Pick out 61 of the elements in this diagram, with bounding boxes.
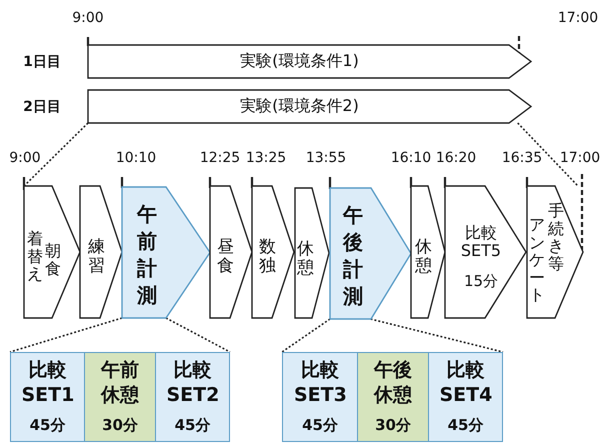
phase-label: 午前休憩 — [100, 358, 140, 408]
time-label: 17:00 — [558, 10, 598, 26]
phase-box — [10, 352, 85, 442]
step-label: 午後計測 — [343, 202, 363, 310]
schedule-step — [411, 186, 445, 318]
schedule-step — [527, 186, 583, 318]
schedule-step — [24, 186, 80, 318]
phase-box — [428, 352, 503, 442]
phase-label: 30分 — [374, 416, 412, 435]
phase-label: 45分 — [301, 416, 339, 435]
phase-label: 比較 SET4 — [440, 358, 492, 408]
row-label: 1日目 — [22, 53, 62, 71]
phase-label: 45分 — [446, 416, 484, 435]
time-label: 13:25 — [246, 150, 286, 166]
step-label: 15分 — [462, 272, 500, 291]
arrow-label: 実験(環境条件1) — [239, 51, 360, 72]
arrow-label: 実験(環境条件2) — [239, 96, 360, 117]
time-label: 16:10 — [390, 150, 432, 166]
schedule-step — [330, 188, 411, 319]
time-label: 13:55 — [306, 150, 346, 166]
step-label: 着替え — [27, 230, 43, 283]
step-label: 練習 — [88, 238, 105, 276]
phase-box — [282, 352, 358, 442]
phase-label: 45分 — [28, 416, 66, 435]
time-label: 10:10 — [116, 150, 156, 166]
zoom-connector — [282, 318, 330, 353]
zoom-connector — [517, 122, 579, 187]
phase-label: 午後休憩 — [372, 358, 413, 408]
phase-label: 比較 SET3 — [294, 358, 346, 408]
step-label: アンケート — [529, 216, 545, 304]
time-label: 9:00 — [9, 150, 41, 166]
schedule-step — [295, 188, 329, 318]
phase-box — [84, 352, 156, 442]
schedule-step — [80, 186, 122, 318]
phase-label: 比較 SET2 — [166, 358, 218, 408]
step-label: 休憩 — [297, 240, 314, 278]
time-label: 9:00 — [72, 10, 104, 26]
phase-label: 比較 SET1 — [22, 358, 74, 408]
step-label: 休憩 — [415, 238, 432, 276]
schedule-step — [252, 186, 294, 318]
zoom-connector — [23, 122, 89, 187]
step-label: 昼食 — [217, 238, 234, 276]
row-label: 2日目 — [22, 98, 62, 116]
step-label: 朝食 — [45, 242, 61, 278]
zoom-connector — [166, 317, 230, 353]
phase-label: 30分 — [101, 416, 139, 435]
step-label: 手続き等 — [548, 202, 564, 272]
step-label: 数独 — [259, 238, 276, 276]
phase-box — [357, 352, 429, 442]
zoom-connector — [10, 317, 122, 353]
step-label: 比較 SET5 — [460, 224, 502, 261]
schedule-step — [122, 187, 210, 318]
zoom-connector — [370, 318, 504, 353]
phase-box — [155, 352, 230, 442]
time-label: 17:00 — [560, 150, 600, 166]
time-label: 16:20 — [436, 150, 476, 166]
schedule-step — [210, 186, 252, 318]
time-label: 16:35 — [502, 150, 542, 166]
phase-label: 45分 — [174, 416, 212, 435]
step-label: 午前計測 — [137, 201, 157, 309]
time-label: 12:25 — [200, 150, 240, 166]
